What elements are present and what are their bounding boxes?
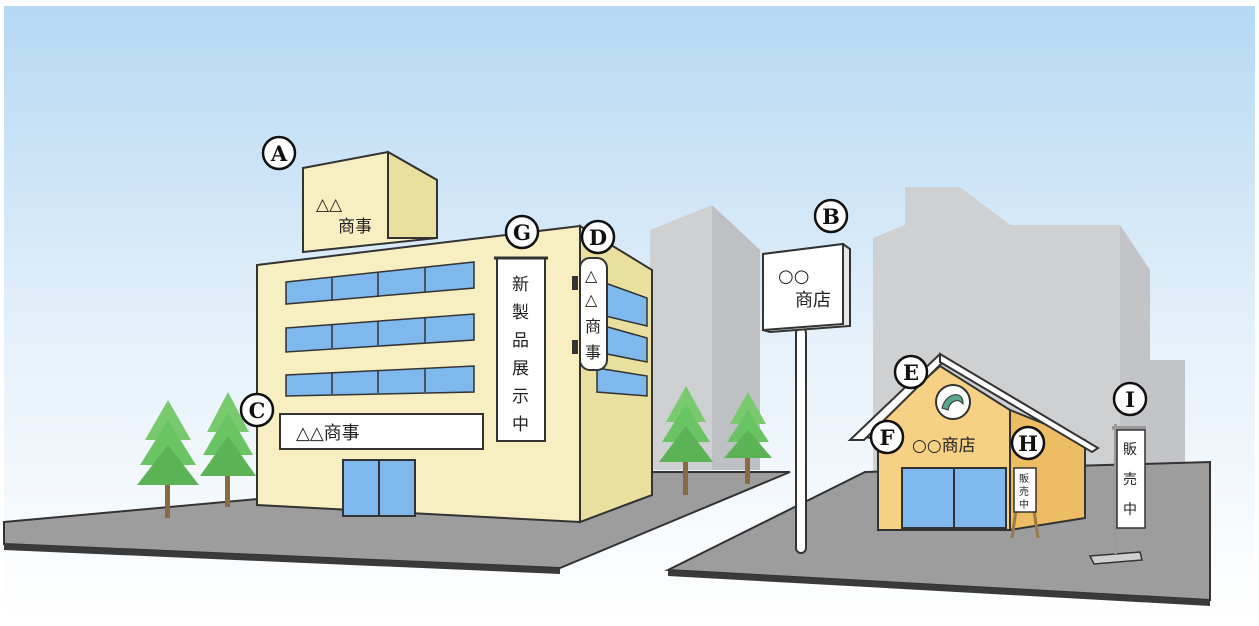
pole-sign: ○○ 商店 [762, 242, 851, 554]
flag-sign-char: 中 [1123, 502, 1137, 518]
marker-g: G [504, 214, 540, 250]
marker-labels: A B C D E F G H [239, 135, 1148, 461]
marker-c: C [239, 392, 275, 428]
stand-sign-char: 売 [1019, 485, 1029, 498]
tree [200, 392, 256, 507]
banner-char: 示 [512, 387, 529, 407]
marker-d: D [580, 219, 616, 255]
flag-sign-char: 売 [1123, 472, 1137, 488]
marker-h: H [1010, 425, 1046, 461]
side-sign-char: 商 [585, 317, 601, 336]
tree-group [137, 386, 772, 518]
marker-a: A [261, 135, 297, 171]
rooftop-sign-line2: 商事 [338, 217, 372, 237]
marker-h-text: H [1018, 431, 1038, 456]
marker-g-text: G [513, 220, 531, 245]
banner-char: 新 [512, 275, 529, 295]
flag-sign-char: 販 [1123, 442, 1137, 458]
marker-d-text: D [589, 225, 607, 250]
shop-building: ○○商店 販 売 中 [847, 352, 1100, 539]
banner-char: 品 [512, 331, 529, 351]
marker-c-text: C [249, 398, 266, 423]
marker-b: B [813, 198, 849, 234]
wall-sign-text: △△商事 [296, 423, 360, 444]
wall-sign: △△商事 [279, 413, 484, 450]
marker-a-text: A [270, 141, 288, 166]
banner-char: 中 [512, 415, 529, 435]
side-sign-char: △ [585, 290, 598, 309]
tree [724, 392, 772, 484]
rooftop-sign-line1: △△ [316, 195, 343, 215]
stand-sign-char: 中 [1019, 498, 1029, 511]
pole-sign-line2: 商店 [795, 290, 831, 311]
banner-char: 製 [512, 303, 529, 323]
stand-sign-char: 販 [1019, 473, 1029, 485]
marker-e-text: E [903, 360, 919, 385]
projecting-sign: △ △ 商 事 [572, 257, 608, 371]
windows-side [596, 278, 648, 397]
banner-char: 展 [512, 359, 529, 379]
office-building: △△ 商事 △△商事 [256, 150, 653, 524]
side-sign-char: △ [585, 266, 598, 285]
marker-i: I [1112, 381, 1148, 417]
marker-f: F [869, 419, 905, 455]
standing-sign: 販 売 中 [1010, 467, 1040, 539]
marker-f-text: F [880, 425, 895, 450]
entrance-door [342, 459, 416, 517]
shop-door [901, 467, 1007, 529]
tree [659, 386, 713, 495]
windows-front [285, 261, 475, 397]
marker-b-text: B [822, 204, 840, 229]
marker-e: E [893, 354, 929, 390]
tree [137, 400, 199, 518]
pole-sign-line1: ○○ [778, 266, 809, 287]
side-sign-char: 事 [585, 343, 601, 362]
vertical-banner: 新 製 品 展 示 中 [494, 256, 548, 442]
marker-i-text: I [1125, 387, 1135, 412]
flag-sign: 販 売 中 [1088, 424, 1146, 565]
shop-logo [935, 384, 971, 420]
shop-name: ○○商店 [912, 436, 976, 456]
